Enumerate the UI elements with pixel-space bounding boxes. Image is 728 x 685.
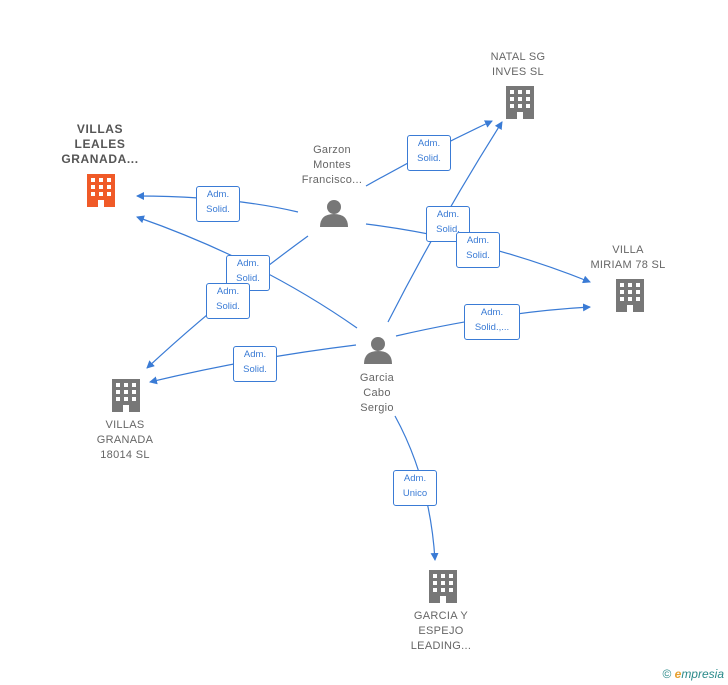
- edge-label-cabo-miriam[interactable]: Adm. Solid.,...: [464, 304, 520, 340]
- edge-label-cabo-espejo[interactable]: Adm. Unico: [393, 470, 437, 506]
- building-icon[interactable]: [506, 86, 534, 119]
- node-label-garcia-espejo[interactable]: GARCIA Y ESPEJO LEADING...: [410, 610, 472, 652]
- edge-label-garzon-villas-leales[interactable]: Adm. Solid.: [196, 186, 240, 222]
- edge-label-garzon-natal[interactable]: Adm. Solid.: [407, 135, 451, 171]
- copyright-symbol: ©: [662, 667, 672, 681]
- node-label-garzon[interactable]: Garzon Montes Francisco...: [301, 144, 363, 186]
- node-label-natal-sg[interactable]: NATAL SG INVES SL: [490, 51, 546, 78]
- building-icon[interactable]: [616, 279, 644, 312]
- edge-label-garzon-miriam[interactable]: Adm. Solid.: [456, 232, 500, 268]
- edge-label-cabo-villas-granada[interactable]: Adm. Solid.: [233, 346, 277, 382]
- copyright-footer: © empresia: [662, 667, 724, 681]
- person-icon[interactable]: [364, 337, 392, 364]
- edge-label-garzon-villas-granada[interactable]: Adm. Solid.: [206, 283, 250, 319]
- building-icon[interactable]: [87, 174, 115, 207]
- node-label-villa-miriam[interactable]: VILLA MIRIAM 78 SL: [590, 244, 666, 271]
- empresia-logo-text: mpresia: [681, 667, 724, 681]
- person-icon[interactable]: [320, 200, 348, 227]
- building-icon[interactable]: [112, 379, 140, 412]
- empresia-logo-mark: e: [674, 667, 682, 681]
- node-label-villas-leales[interactable]: VILLAS LEALES GRANADA...: [61, 122, 139, 166]
- building-icon[interactable]: [429, 570, 457, 603]
- node-label-villas-granada[interactable]: VILLAS GRANADA 18014 SL: [96, 419, 154, 461]
- node-label-garcia-cabo[interactable]: Garcia Cabo Sergio: [359, 372, 395, 414]
